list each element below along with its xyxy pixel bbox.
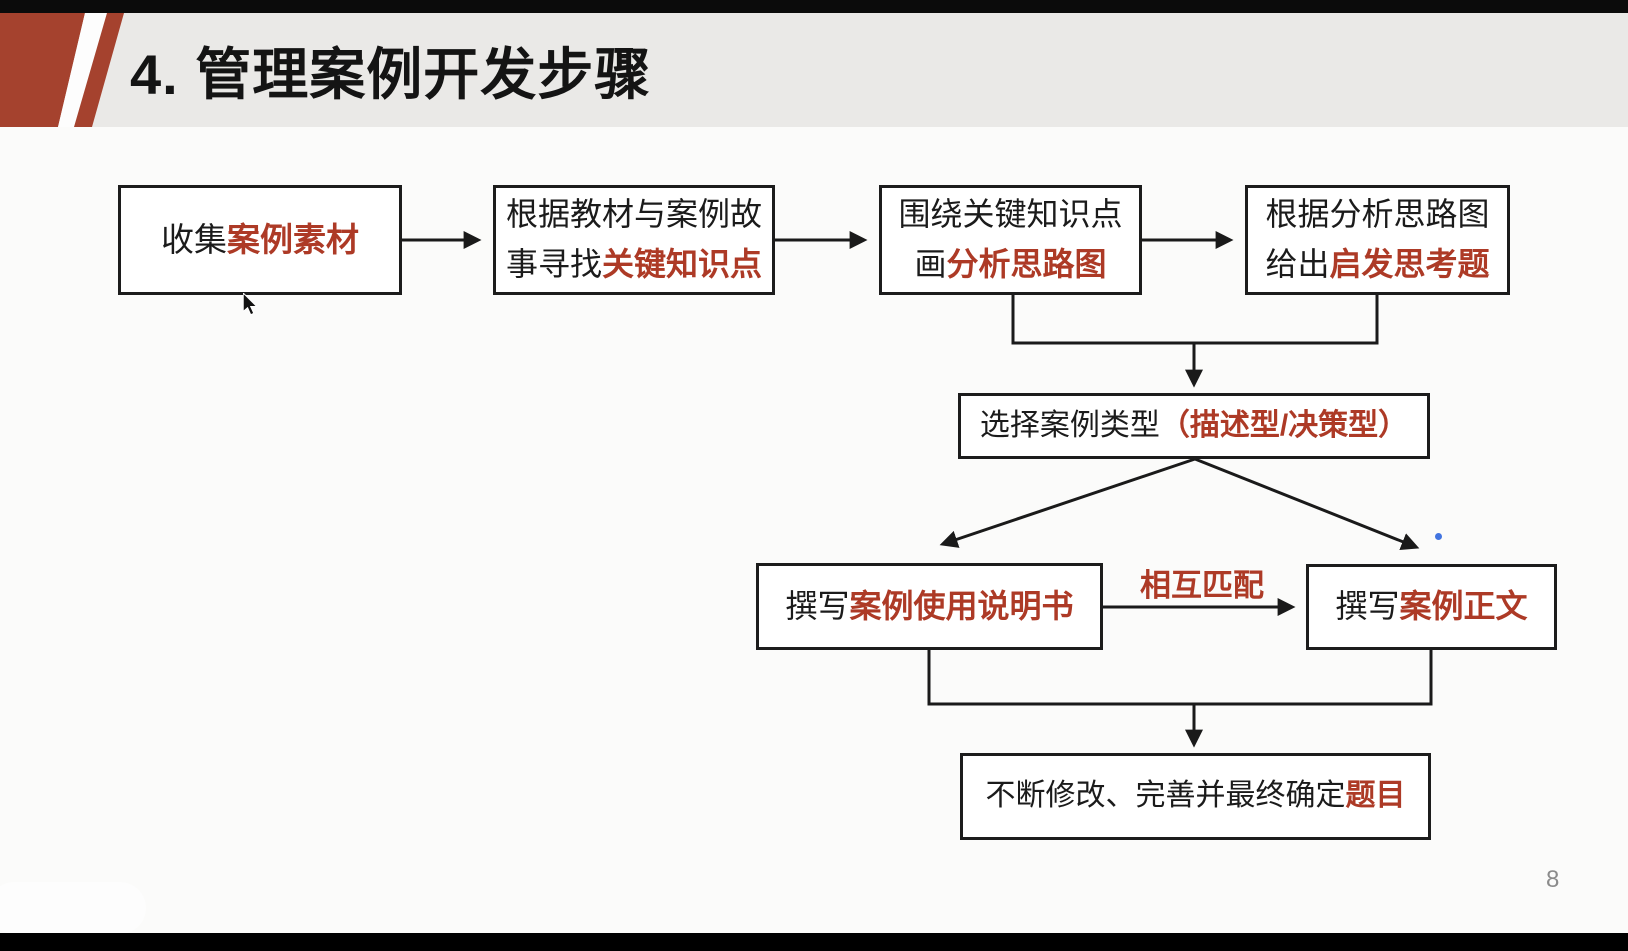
box-text: 不断修改、完善并最终确定题目 [985,779,1406,813]
top-black-bar [0,0,1628,13]
box-text: 撰写案例使用说明书 [785,587,1074,624]
connector-merge-top [1011,295,1379,345]
box-text-line1: 根据分析思路图 [1265,196,1490,233]
flow-box-draw-analysis-map: 围绕关键知识点 画分析思路图 [879,185,1142,295]
flow-box-choose-case-type: 选择案例类型（描述型/决策型） [958,393,1430,459]
page-title: 4. 管理案例开发步骤 [130,42,652,106]
connector-merge-bottom [927,650,1433,706]
box-text-line1: 围绕关键知识点 [898,196,1123,233]
flow-box-finalize-title: 不断修改、完善并最终确定题目 [960,753,1431,840]
page-number: 8 [1546,866,1560,893]
box-text: 选择案例类型（描述型/决策型） [979,408,1409,442]
flow-box-thought-questions: 根据分析思路图 给出启发思考题 [1245,185,1510,295]
box-text-line1: 根据教材与案例故 [505,196,762,233]
header-band [0,13,1628,127]
arrow-choosetype-to-body [1194,457,1420,551]
box-text-line2: 事寻找关键知识点 [505,246,763,282]
header-accent-shape-icon [0,13,124,127]
flow-box-write-usage-manual: 撰写案例使用说明书 [756,563,1103,650]
flow-box-collect-materials: 收集案例素材 [118,185,402,295]
box-text: 撰写案例正文 [1335,588,1528,625]
laser-pointer-dot-icon [1435,533,1442,540]
mouse-cursor-icon [243,293,258,316]
arrow-choosetype-to-manual [939,457,1196,548]
flow-box-write-case-body: 撰写案例正文 [1306,564,1557,650]
flow-box-find-key-points: 根据教材与案例故 事寻找关键知识点 [493,185,775,295]
box-text-line2: 给出启发思考题 [1265,246,1490,282]
box-text-line2: 画分析思路图 [914,246,1107,282]
bottom-black-bar [0,933,1628,951]
box-text: 收集案例素材 [161,221,359,259]
bottom-left-overlay-artifact [0,882,146,934]
match-label: 相互匹配 [1140,568,1264,603]
